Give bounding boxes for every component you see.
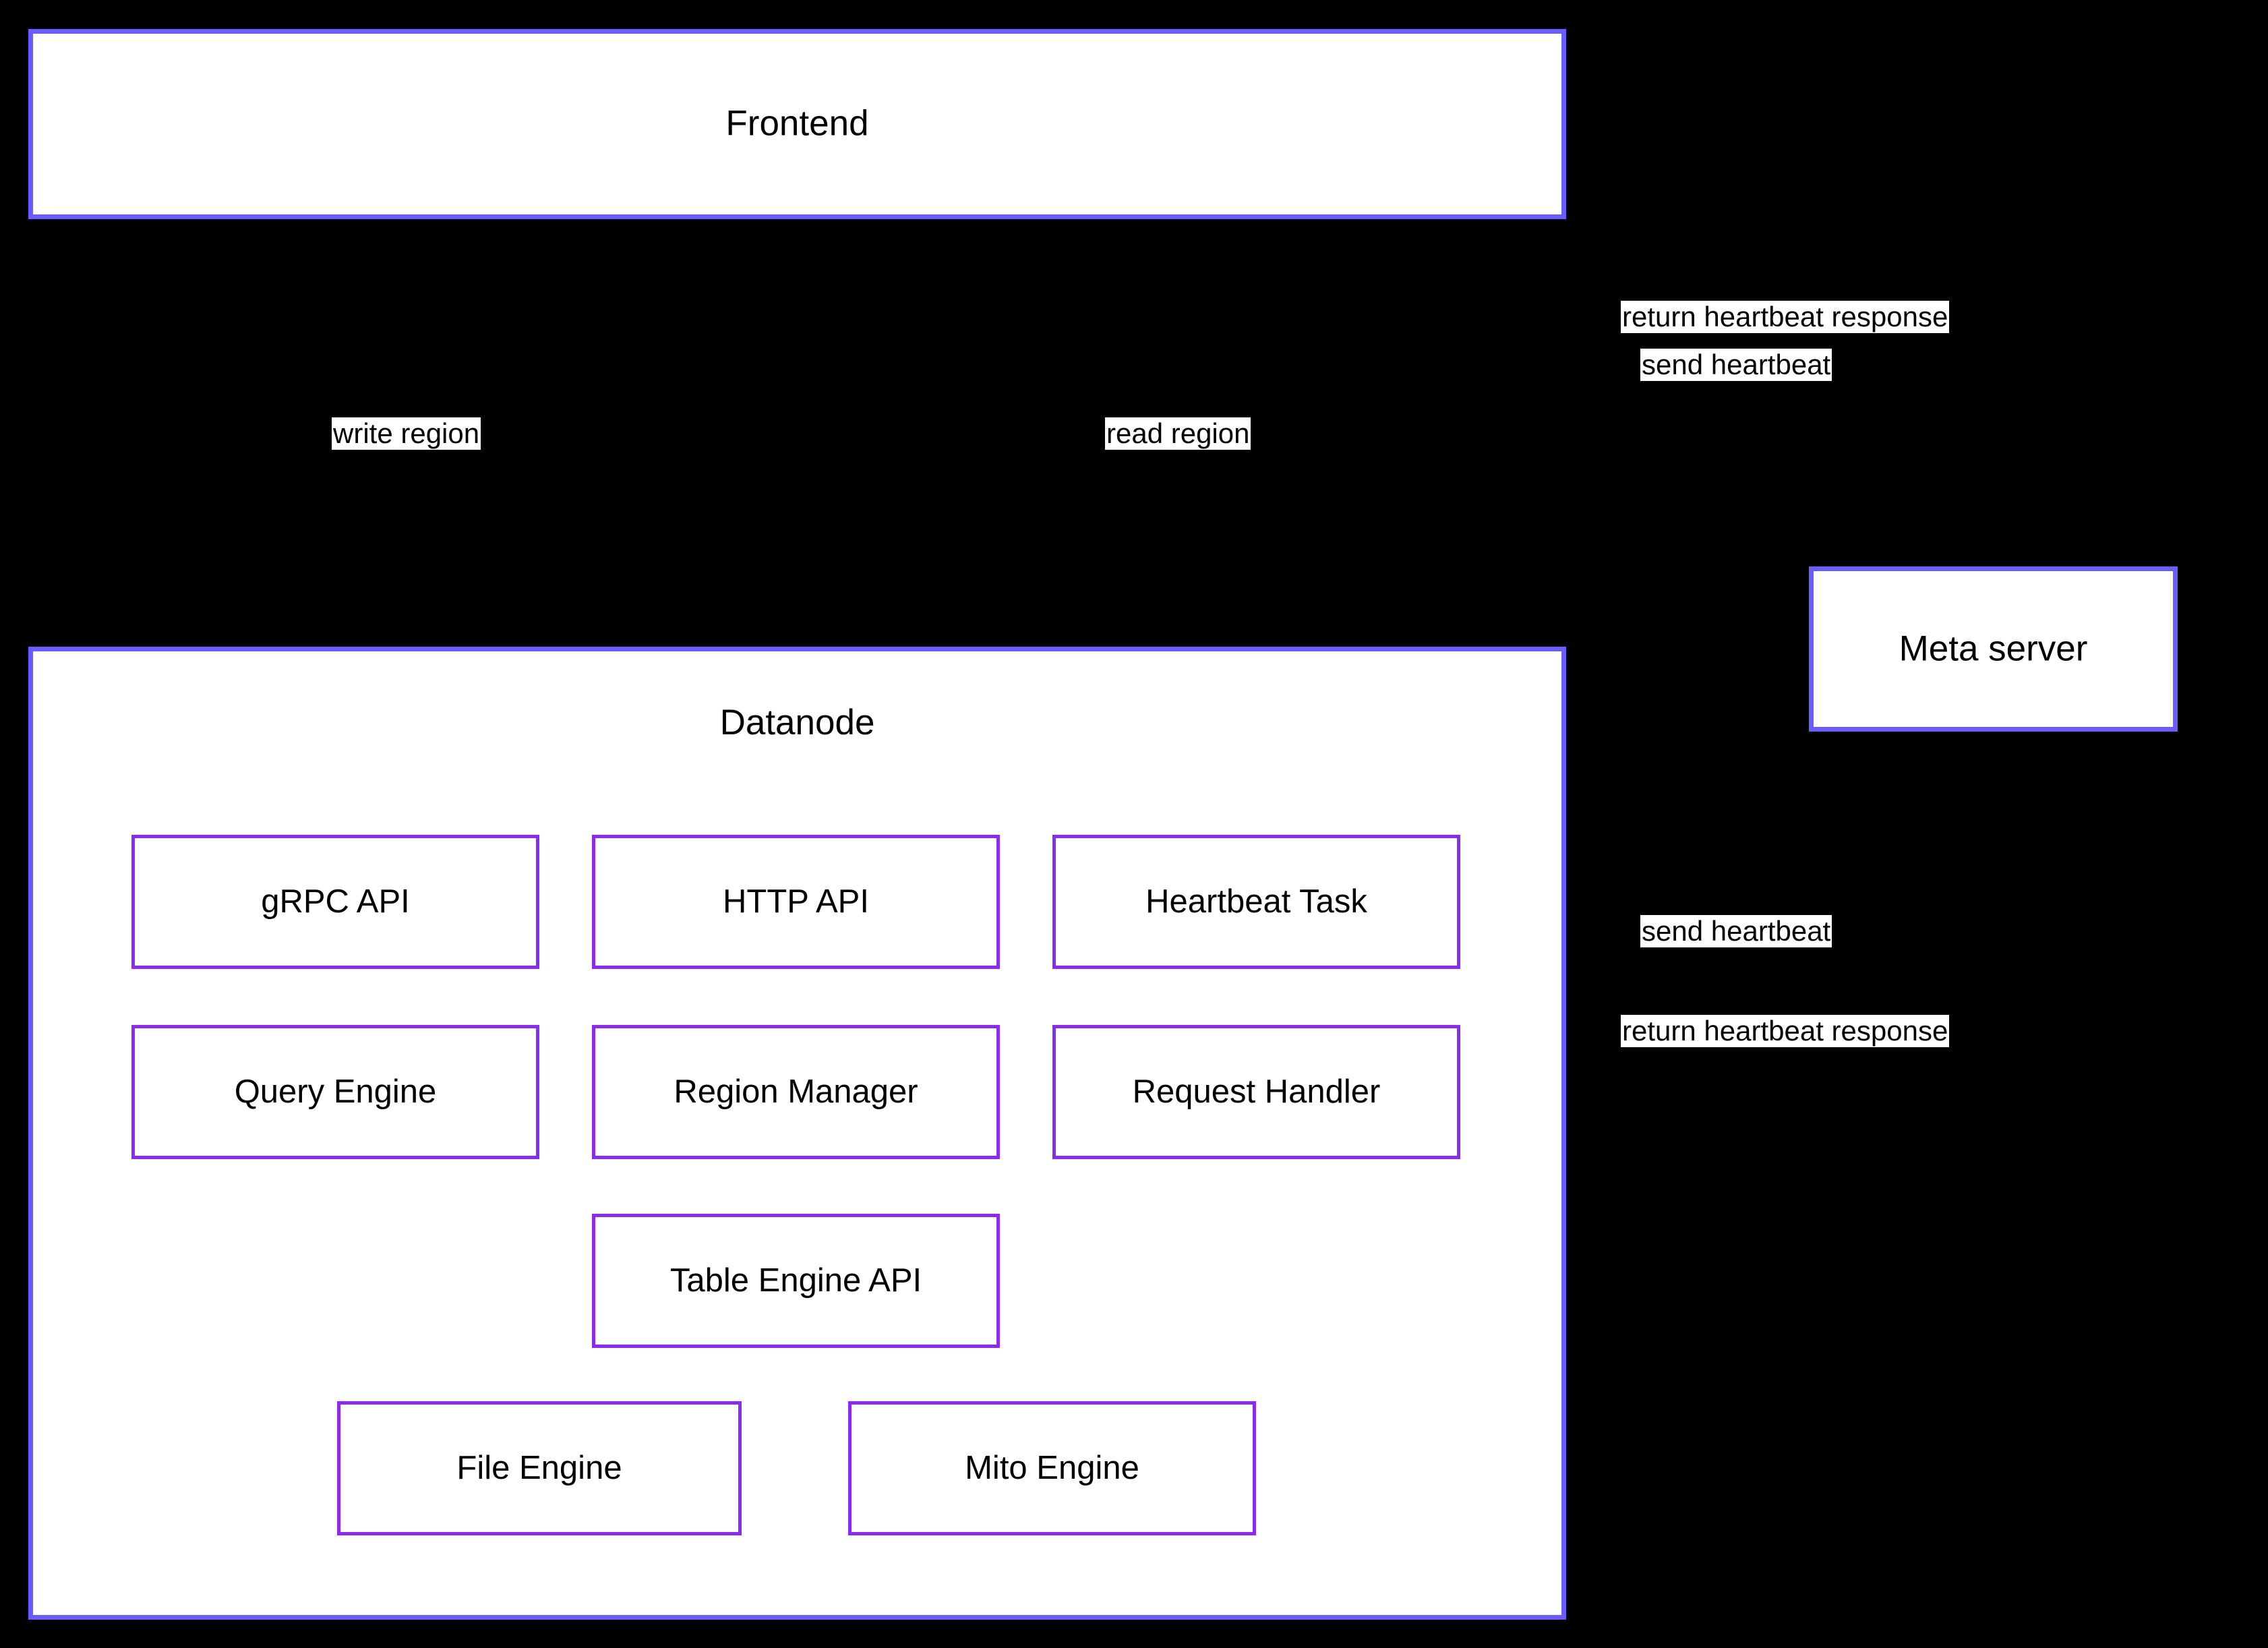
component-label-file-engine: File Engine	[456, 1450, 622, 1487]
meta-server-container[interactable]: Meta server	[1809, 566, 2178, 732]
meta-server-title: Meta server	[1899, 628, 2088, 669]
datanode-title: Datanode	[719, 703, 875, 742]
edge-label-return-heartbeat-response-top: return heartbeat response	[1621, 301, 1950, 333]
edge-label-send-heartbeat-bottom: send heartbeat	[1640, 915, 1832, 947]
edge-label-read-region: read region	[1105, 417, 1251, 450]
component-file-engine[interactable]: File Engine	[337, 1401, 742, 1535]
component-label-table-engine-api: Table Engine API	[669, 1262, 922, 1299]
edge-label-send-heartbeat-top: send heartbeat	[1640, 349, 1832, 381]
edge-label-write-region: write region	[332, 417, 481, 450]
frontend-container[interactable]: Frontend	[28, 29, 1566, 219]
component-table-engine-api[interactable]: Table Engine API	[592, 1214, 1000, 1348]
component-label-request-handler: Request Handler	[1132, 1073, 1381, 1111]
component-grpc-api[interactable]: gRPC API	[131, 835, 539, 969]
component-request-handler[interactable]: Request Handler	[1052, 1025, 1460, 1159]
component-region-manager[interactable]: Region Manager	[592, 1025, 1000, 1159]
edge-label-return-heartbeat-response-bottom: return heartbeat response	[1621, 1015, 1950, 1047]
component-label-mito-engine: Mito Engine	[965, 1450, 1139, 1487]
component-mito-engine[interactable]: Mito Engine	[848, 1401, 1256, 1535]
component-label-http-api: HTTP API	[723, 883, 869, 920]
component-http-api[interactable]: HTTP API	[592, 835, 1000, 969]
component-query-engine[interactable]: Query Engine	[131, 1025, 539, 1159]
edge-send-heartbeat-top	[1566, 349, 1998, 570]
component-label-grpc-api: gRPC API	[261, 883, 410, 920]
edge-return-heartbeat-response-top	[1563, 118, 1957, 568]
component-heartbeat-task[interactable]: Heartbeat Task	[1052, 835, 1460, 969]
component-label-query-engine: Query Engine	[234, 1073, 437, 1111]
frontend-title: Frontend	[725, 103, 869, 144]
component-label-region-manager: Region Manager	[674, 1073, 918, 1111]
component-label-heartbeat-task: Heartbeat Task	[1145, 883, 1367, 920]
